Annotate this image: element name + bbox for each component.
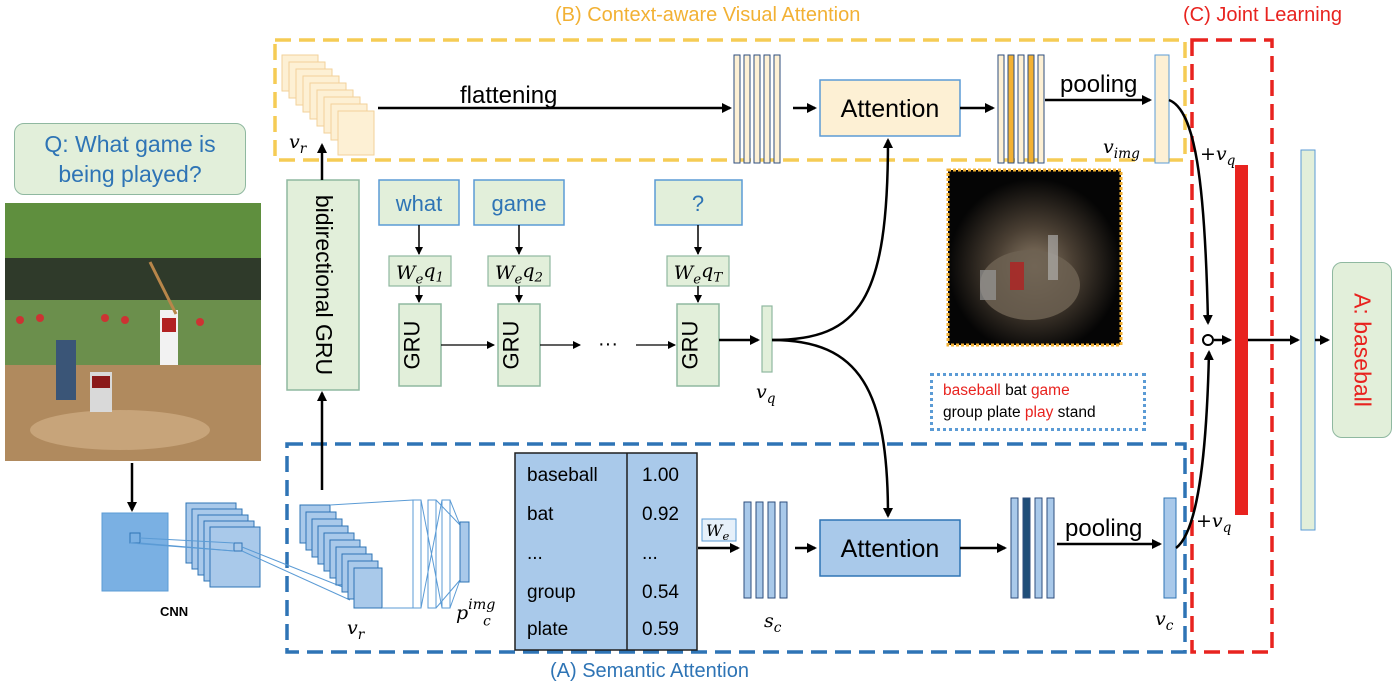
we-label: We	[706, 521, 729, 543]
table-row: ...	[527, 543, 543, 564]
joint-learning-region	[1190, 38, 1274, 654]
word-text: what	[395, 191, 442, 216]
tag-word: bat	[1005, 382, 1027, 399]
gru-box	[676, 303, 720, 387]
flattened-vectors-top	[733, 54, 781, 164]
concept-table	[514, 452, 698, 651]
gru-label: GRU	[678, 321, 703, 370]
pooling-bottom-label: pooling	[1065, 515, 1142, 542]
plus-vq-bottom-label: +vq	[1196, 510, 1232, 536]
pooling-top-label: pooling	[1060, 71, 1137, 98]
tag-line-2: group plate play stand	[943, 402, 1143, 424]
table-row: bat	[527, 504, 554, 525]
fusion-node	[1202, 334, 1214, 346]
table-row: 0.92	[642, 504, 679, 525]
output-layer	[1300, 149, 1316, 531]
tag-word: game	[1030, 382, 1070, 399]
word-column-T: ? WeqT GRU	[654, 179, 743, 387]
tag-word: plate	[986, 404, 1021, 421]
gru-box	[497, 303, 541, 387]
v-r-bottom-label: vr	[347, 617, 366, 643]
attention-bottom-label: Attention	[841, 535, 940, 563]
gru-box	[398, 303, 442, 387]
table-row: group	[527, 582, 576, 603]
tag-line-1: baseball bat game	[943, 380, 1143, 402]
arrow-vimg-to-fusion	[1168, 98, 1213, 325]
tag-words-box: baseball bat game group plate play stand	[930, 373, 1146, 431]
embedding-box	[666, 255, 730, 287]
ellipsis-label: ···	[598, 333, 618, 355]
v-img-vector	[1154, 54, 1170, 164]
title-joint-learning: (C) Joint Learning	[1183, 4, 1342, 26]
cnn-label: CNN	[160, 604, 189, 619]
we-label-box	[701, 518, 737, 542]
embedding-label: Weq1	[396, 260, 444, 288]
table-row: ...	[642, 543, 658, 564]
joint-hidden-layer	[1235, 165, 1248, 515]
v-r-top-label: vr	[289, 131, 308, 157]
v-img-label: vimg	[1103, 136, 1140, 162]
title-context-aware-visual-attention: (B) Context-aware Visual Attention	[555, 4, 861, 26]
tag-word: baseball	[943, 382, 1001, 399]
tag-word: stand	[1057, 404, 1096, 421]
concept-table-text: baseball 1.00 bat 0.92 ... ... group 0.5…	[515, 453, 697, 650]
attention-top-label: Attention	[841, 95, 940, 123]
word-column-2: game Weq2 GRU	[473, 179, 565, 387]
table-row: baseball	[527, 465, 598, 486]
word-text: game	[491, 191, 546, 216]
embedding-label: Weq2	[495, 260, 543, 288]
tag-word: group	[943, 404, 983, 421]
s-c-vectors	[743, 501, 788, 599]
plus-vq-top-label: +vq	[1200, 143, 1236, 169]
vr-feature-stack-bottom	[299, 504, 383, 609]
embedding-box	[487, 255, 551, 287]
context-attention-region	[273, 38, 1187, 162]
word-column-1: what Weq1 GRU	[378, 179, 460, 387]
table-row: plate	[527, 619, 569, 640]
arrow-vq-to-attention-top	[771, 138, 893, 342]
flattening-label: flattening	[460, 82, 557, 109]
question-text: Q: What game is being played?	[44, 131, 216, 187]
arrow-vc-to-fusion	[1175, 350, 1214, 549]
table-row: 1.00	[642, 465, 679, 486]
bigru-label: bidirectional GRU	[311, 195, 337, 375]
baseball-photo	[5, 203, 261, 461]
table-row: 0.54	[642, 582, 679, 603]
attention-box-bottom	[819, 519, 961, 577]
gru-label: GRU	[400, 321, 425, 370]
bigru-box	[286, 179, 360, 391]
question-box: Q: What game is being played?	[14, 123, 246, 195]
embedding-box	[388, 255, 452, 287]
v-c-label: vc	[1155, 608, 1174, 634]
tag-word: play	[1024, 404, 1054, 421]
vr-feature-stack-top	[281, 54, 375, 156]
attention-map-image	[946, 168, 1123, 347]
gru-label: GRU	[499, 321, 524, 370]
cnn-feature-maps	[101, 502, 351, 601]
word-box	[473, 179, 565, 226]
word-box	[378, 179, 460, 226]
word-text: ?	[692, 191, 704, 216]
v-q-vector	[761, 305, 773, 373]
v-q-label: vq	[756, 381, 776, 407]
answer-box: A: baseball	[1332, 262, 1392, 438]
s-c-label: sc	[764, 610, 782, 636]
fc-layers	[329, 499, 470, 609]
arrow-vq-to-attention-bottom	[771, 338, 893, 518]
weighted-vectors-bottom	[1010, 497, 1055, 599]
table-row: 0.59	[642, 619, 679, 640]
weighted-vectors-top	[997, 54, 1045, 164]
title-semantic-attention: (A) Semantic Attention	[550, 660, 749, 682]
embedding-label: WeqT	[674, 260, 724, 288]
v-c-vector	[1163, 497, 1177, 599]
